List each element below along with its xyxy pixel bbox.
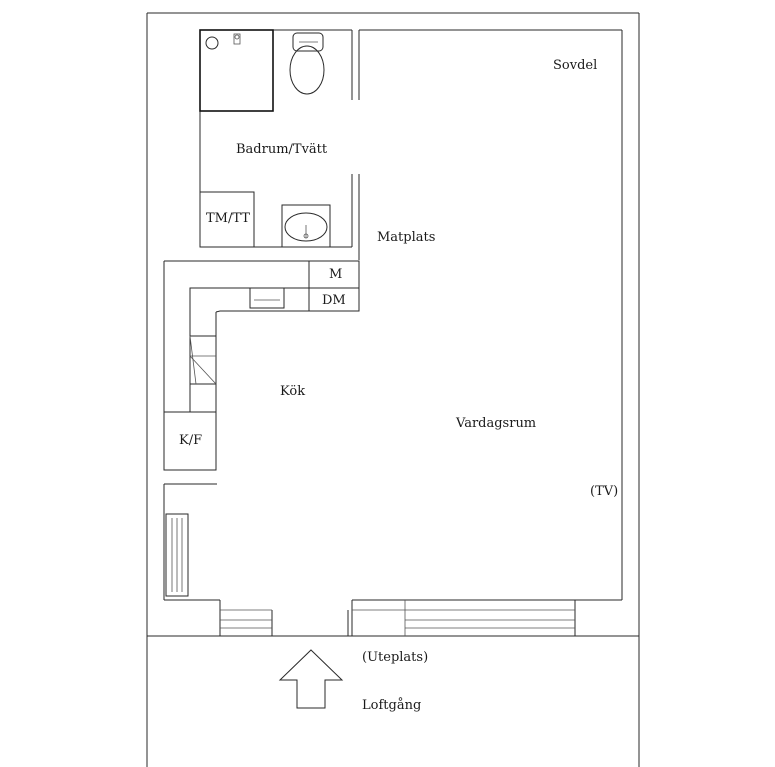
label-m: M [329, 267, 342, 282]
label-badrum: Badrum/Tvätt [236, 142, 328, 157]
washer-dryer [199, 191, 255, 248]
outer-frame [146, 12, 640, 767]
label-tv: (TV) [590, 484, 618, 499]
room-labels: Sovdel Badrum/Tvätt TM/TT Matplats M DM … [179, 58, 618, 713]
label-kok: Kök [280, 384, 305, 399]
label-uteplats: (Uteplats) [362, 650, 428, 665]
apartment-walls [163, 29, 623, 636]
label-loftgang: Loftgång [362, 697, 421, 713]
label-matplats: Matplats [377, 230, 435, 245]
label-vardagsrum: Vardagsrum [455, 416, 536, 431]
kitchen-counter [163, 260, 360, 471]
arrow-up-icon [278, 649, 344, 709]
label-dm: DM [322, 293, 346, 308]
sink-icon [281, 204, 331, 248]
label-sovdel: Sovdel [553, 58, 597, 73]
shower [199, 29, 274, 112]
radiator [165, 513, 189, 597]
windows [220, 600, 575, 636]
toilet-icon [289, 32, 325, 95]
label-tmtt: TM/TT [206, 211, 250, 226]
label-kf: K/F [179, 433, 202, 448]
